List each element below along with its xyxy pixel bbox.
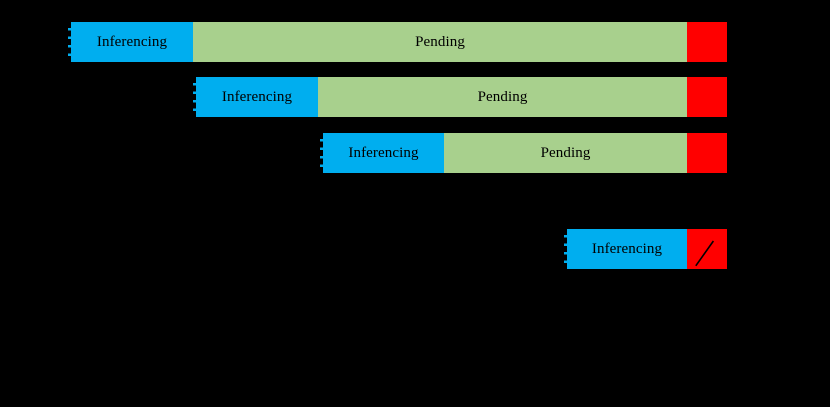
timeline-bar: Inferencing Pending bbox=[68, 22, 727, 62]
segment-label: Inferencing bbox=[591, 240, 663, 257]
timeline-segment-inferencing: Inferencing bbox=[564, 229, 687, 269]
timeline-segment-pending: Pending bbox=[444, 133, 687, 173]
timeline-segment-end bbox=[687, 133, 727, 173]
timeline-segment-end bbox=[687, 22, 727, 62]
timeline-segment-inferencing: Inferencing bbox=[68, 22, 193, 62]
timeline-bar: Inferencing Pending bbox=[193, 77, 727, 117]
timeline-segment-inferencing: Inferencing bbox=[320, 133, 444, 173]
segment-label: Inferencing bbox=[221, 88, 293, 105]
segment-label: Pending bbox=[540, 144, 591, 161]
timeline-segment-inferencing: Inferencing bbox=[193, 77, 318, 117]
timeline-segment-end bbox=[687, 229, 727, 269]
segment-label: Inferencing bbox=[348, 144, 419, 161]
diagonal-slash-icon bbox=[695, 240, 715, 267]
segment-label: Pending bbox=[477, 88, 528, 105]
segment-label: Inferencing bbox=[96, 33, 168, 50]
timeline-segment-pending: Pending bbox=[193, 22, 687, 62]
segment-label: Pending bbox=[415, 33, 465, 50]
timeline-bar: Inferencing bbox=[564, 229, 727, 269]
timeline-segment-pending: Pending bbox=[318, 77, 687, 117]
timeline-bar: Inferencing Pending bbox=[320, 133, 727, 173]
timeline-segment-end bbox=[687, 77, 727, 117]
